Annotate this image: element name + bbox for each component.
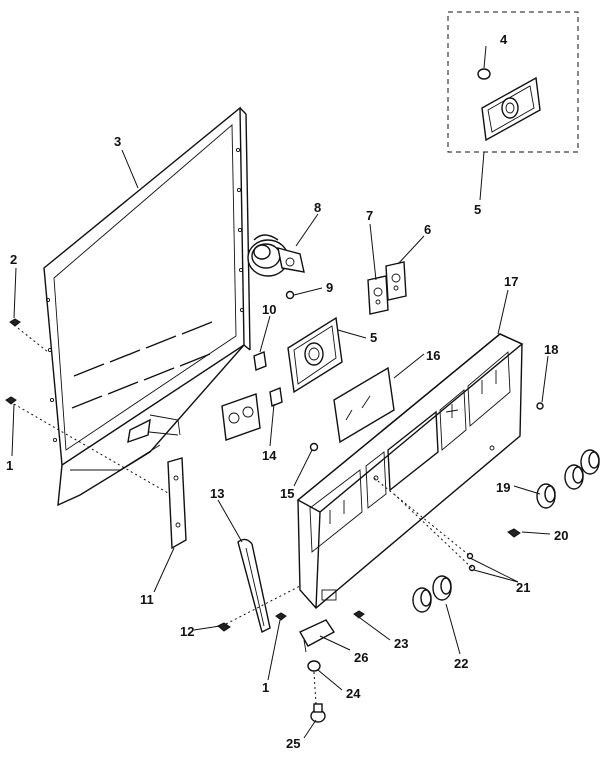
callout-5-inset: 5 [474,202,481,217]
callout-21: 21 [516,580,530,595]
callout-26: 26 [354,650,368,665]
callout-15: 15 [280,486,294,501]
part-25 [310,703,326,723]
callout-9: 9 [326,280,333,295]
callout-1-left: 1 [6,458,13,473]
knob-part-22a [412,587,432,613]
callout-17: 17 [504,274,518,289]
part-18 [536,402,544,410]
inset-detail-box [447,11,579,153]
rear-panel-part [43,106,251,507]
callout-5-main: 5 [370,330,377,345]
leader-lines [11,45,551,739]
bracket-part-26 [299,619,336,653]
callout-4: 4 [500,32,508,47]
callout-1-bottom: 1 [262,680,269,695]
callout-22: 22 [454,656,468,671]
switch-block [221,393,261,441]
knob-shaft-part [285,290,295,300]
callout-16: 16 [426,348,440,363]
display-bezel-part [287,316,343,394]
knob-part-22b [432,575,452,601]
callout-20: 20 [554,528,568,543]
callout-labels: 3 2 1 8 9 7 6 5 16 17 18 10 14 15 13 11 … [6,32,568,751]
part-15 [309,442,319,452]
part-20 [507,528,521,538]
knob-upper-b [580,449,600,475]
control-panel-part [296,333,524,609]
knob-part-19 [536,483,556,509]
part-10 [253,351,267,371]
callout-11: 11 [140,592,154,607]
callout-12: 12 [180,624,194,639]
callout-10: 10 [262,302,276,317]
part-14 [269,387,283,407]
callout-3: 3 [114,134,121,149]
callout-14: 14 [262,448,277,463]
callout-19: 19 [496,480,510,495]
screw-part-1-bottom [275,612,287,621]
bracket-part [167,457,187,550]
switch-part-6 [385,261,407,301]
callout-2: 2 [10,252,17,267]
part-23 [353,610,365,619]
part-24 [307,660,321,705]
screw-part-1-left [5,396,181,501]
callout-6: 6 [424,222,431,237]
callout-25: 25 [286,736,300,751]
screw-part-2 [9,318,49,353]
timer-motor-part [247,234,305,277]
panel-glass-part [333,366,395,444]
callout-23: 23 [394,636,408,651]
callout-7: 7 [366,208,373,223]
callout-13: 13 [210,486,224,501]
callout-18: 18 [544,342,558,357]
screw-part-12 [217,585,301,632]
callout-8: 8 [314,200,321,215]
handle-part [237,538,271,634]
knob-upper-a [564,464,584,490]
callout-24: 24 [346,686,361,701]
switch-part-7 [367,275,389,315]
